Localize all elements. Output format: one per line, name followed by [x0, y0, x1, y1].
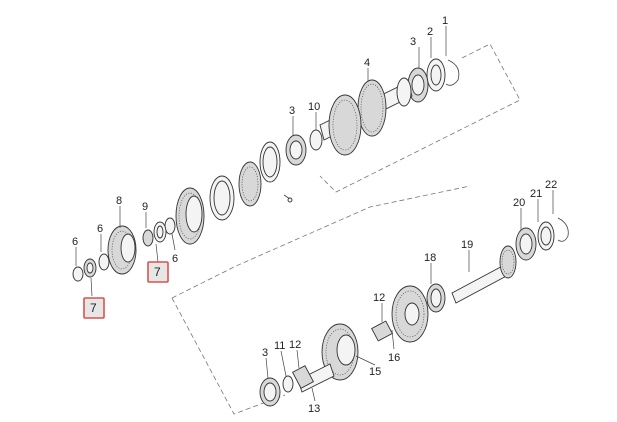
highlighted-part-7-mid[interactable]: 7 — [147, 261, 169, 283]
washer-6-mid — [164, 217, 176, 235]
snap-ring-22 — [557, 217, 569, 242]
callout-10: 10 — [308, 101, 320, 113]
callout-19: 19 — [461, 239, 473, 251]
snap-ring-1 — [445, 59, 460, 86]
callout-6c: 6 — [172, 253, 178, 265]
washer-6-outer — [72, 266, 84, 282]
upper-assembly-outline — [319, 43, 521, 193]
lower-shaft-assembly — [259, 217, 569, 407]
callout-labels: 1 2 3 4 3 10 8 9 6 6 6 7 7 22 21 20 19 1… — [72, 15, 557, 415]
sleeve-10 — [309, 129, 323, 151]
gear-19 — [499, 245, 517, 279]
callout-2: 2 — [427, 26, 433, 38]
callout-13: 13 — [308, 403, 320, 415]
callout-20: 20 — [513, 197, 525, 209]
callout-22: 22 — [545, 179, 557, 191]
callout-7-mid: 7 — [154, 265, 161, 279]
callout-1: 1 — [442, 15, 448, 27]
leader-lines — [75, 26, 554, 402]
washer-11 — [282, 375, 294, 393]
callout-3a: 3 — [410, 36, 416, 48]
callout-3c: 3 — [262, 347, 268, 359]
callout-12b: 12 — [289, 339, 301, 351]
callout-6a: 6 — [97, 223, 103, 235]
callout-9: 9 — [142, 201, 148, 213]
needle-bearing-12-upper — [371, 320, 393, 342]
washer-6-left — [98, 253, 110, 271]
upper-shaft-assembly — [72, 58, 460, 282]
lower-assembly-outline-top — [171, 185, 471, 299]
callout-12a: 12 — [373, 292, 385, 304]
callout-6b: 6 — [72, 236, 78, 248]
callout-21: 21 — [530, 188, 542, 200]
lower-assembly-outline — [171, 297, 286, 415]
gear-4a — [357, 79, 387, 137]
callout-3b: 3 — [289, 105, 295, 117]
needle-bearing-12-lower — [291, 365, 315, 389]
callout-16: 16 — [388, 352, 400, 364]
gear-4b — [328, 94, 362, 156]
callout-8: 8 — [116, 195, 122, 207]
callout-18: 18 — [424, 252, 436, 264]
callout-7-left: 7 — [90, 301, 97, 315]
highlighted-part-7-left[interactable]: 7 — [83, 297, 105, 319]
sync-hub — [238, 161, 262, 207]
callout-15: 15 — [369, 366, 381, 378]
callout-4: 4 — [364, 57, 370, 69]
bearing-7-mid — [142, 229, 154, 247]
callout-11: 11 — [274, 340, 285, 352]
